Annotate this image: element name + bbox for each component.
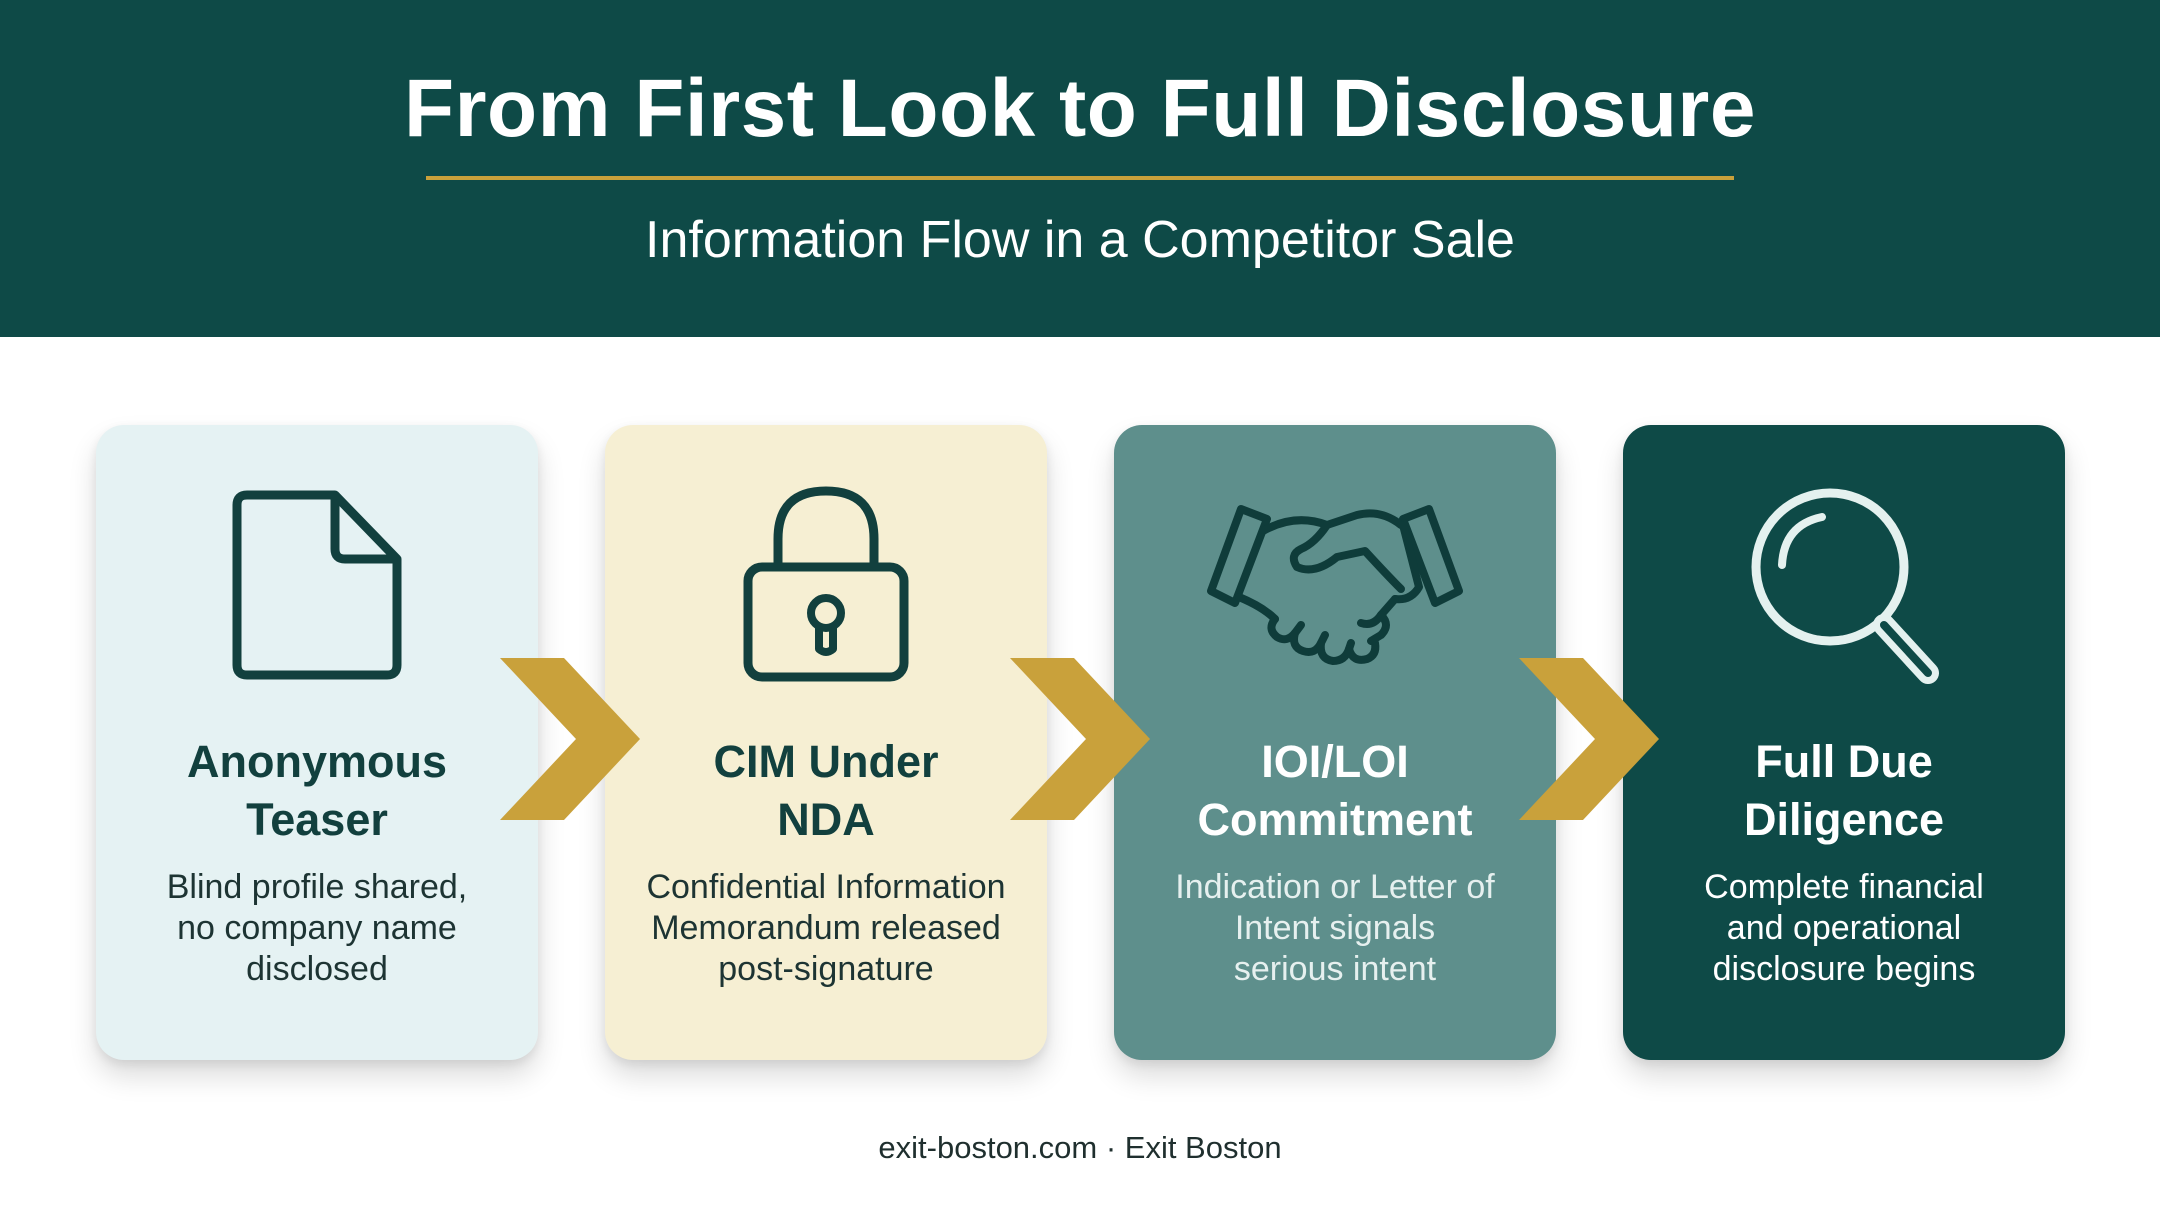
step-description: Complete financial and operational discl… [1637, 867, 2051, 990]
step-description-line: no company name [177, 909, 457, 947]
header-banner: From First Look to Full Disclosure Infor… [0, 0, 2160, 337]
step-title: CIM Under NDA [615, 733, 1037, 849]
step-title-line: Commitment [1197, 794, 1473, 845]
step-title-line: NDA [777, 794, 875, 845]
step-title-line: Teaser [246, 794, 388, 845]
step-title-line: Diligence [1743, 794, 1945, 845]
step-title: IOI/LOI Commitment [1124, 733, 1546, 849]
step-description-line: serious intent [1233, 950, 1437, 988]
step-description-line: disclosure begins [1712, 950, 1976, 988]
step-description-line: disclosed [246, 950, 388, 988]
step-title-line: Anonymous [186, 736, 447, 787]
page-title: From First Look to Full Disclosure [404, 63, 1756, 154]
step-description-line: Memorandum released [651, 909, 1001, 947]
step-title: Full Due Diligence [1633, 733, 2055, 849]
padlock-icon [726, 479, 926, 689]
step-title: Anonymous Teaser [106, 733, 528, 849]
chevron-right-icon [1010, 658, 1150, 820]
step-title-line: Full Due [1755, 736, 1933, 787]
step-description-line: Indication or Letter of [1175, 868, 1495, 906]
step-description-line: Confidential Information [646, 868, 1006, 906]
handshake-icon [1205, 479, 1465, 689]
step-description-line: Complete financial [1704, 868, 1984, 906]
footer-credit: exit-boston.com · Exit Boston [878, 1130, 1282, 1165]
step-description-line: and operational [1726, 909, 1962, 947]
chevron-right-icon [500, 658, 640, 820]
step-title-line: CIM Under [713, 736, 939, 787]
step-card-cim-under-nda: CIM Under NDA Confidential Information M… [605, 425, 1047, 1060]
step-description-line: Blind profile shared, [166, 868, 468, 906]
step-card-full-due-diligence: Full Due Diligence Complete financial an… [1623, 425, 2065, 1060]
chevron-right-icon [1519, 658, 1659, 820]
step-description-line: Intent signals [1234, 909, 1436, 947]
document-icon [217, 479, 417, 689]
step-card-ioi-loi-commitment: IOI/LOI Commitment Indication or Letter … [1114, 425, 1556, 1060]
step-description: Indication or Letter of Intent signals s… [1128, 867, 1542, 990]
title-divider [426, 176, 1734, 180]
step-title-line: IOI/LOI [1261, 736, 1409, 787]
step-description: Blind profile shared, no company name di… [110, 867, 524, 990]
page-subtitle: Information Flow in a Competitor Sale [645, 211, 1515, 269]
step-description-line: post-signature [718, 950, 934, 988]
magnifying-glass-icon [1744, 479, 1944, 689]
step-description: Confidential Information Memorandum rele… [619, 867, 1033, 990]
step-card-anonymous-teaser: Anonymous Teaser Blind profile shared, n… [96, 425, 538, 1060]
